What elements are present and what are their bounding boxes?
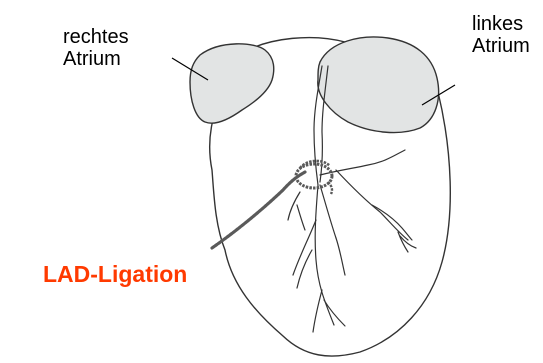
left-atrium-label-line2: Atrium <box>472 35 530 57</box>
right-atrium-label: rechtes Atrium <box>63 26 129 70</box>
right-atrium-label-line1: rechtes <box>63 26 129 48</box>
lad-ligation-label: LAD-Ligation <box>43 261 187 288</box>
left-atrium-label: linkes Atrium <box>472 13 530 57</box>
left-atrium-label-line1: linkes <box>472 13 530 35</box>
right-atrium-label-line2: Atrium <box>63 48 129 70</box>
